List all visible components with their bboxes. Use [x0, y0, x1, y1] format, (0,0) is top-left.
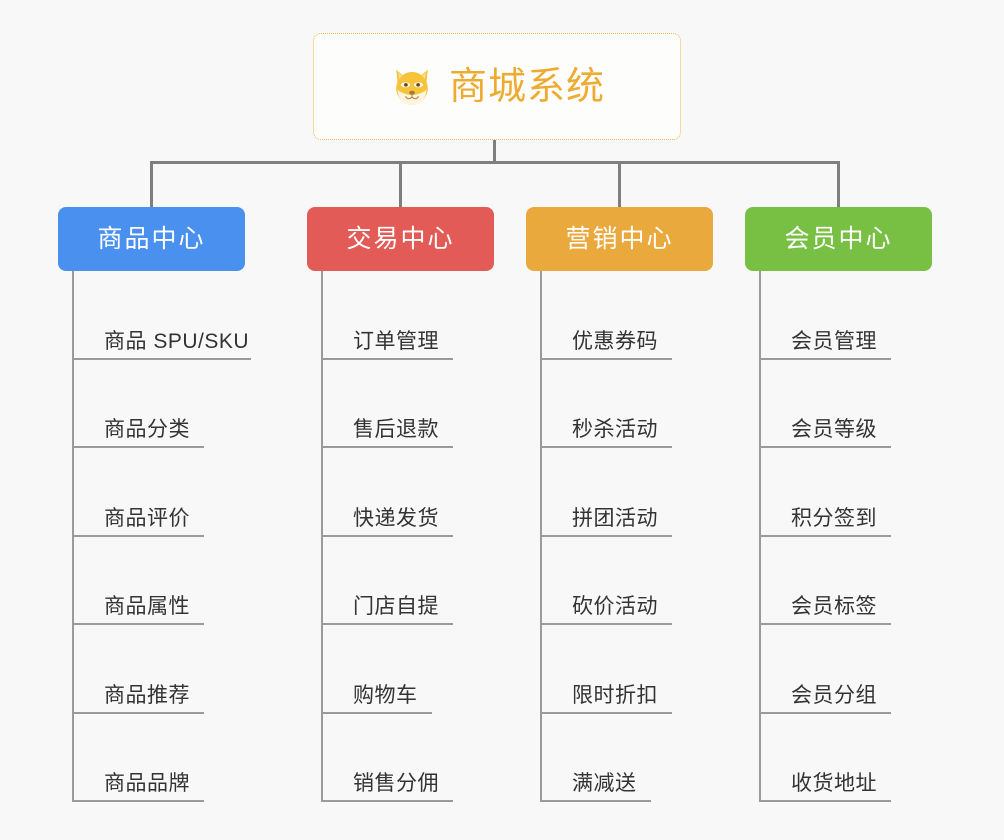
category-box-2[interactable]: 交易中心 — [307, 207, 494, 271]
leaf-item[interactable]: 会员分组 — [759, 625, 989, 714]
leaf-item[interactable]: 收货地址 — [759, 714, 989, 802]
leaf-item-underline — [321, 534, 453, 537]
leaf-column-spine — [540, 271, 542, 802]
leaf-item-label: 商品属性 — [104, 595, 190, 618]
connector-drop-1 — [150, 161, 153, 207]
leaf-item[interactable]: 限时折扣 — [540, 625, 770, 714]
leaf-item-underline — [759, 711, 891, 714]
leaf-column-spine — [759, 271, 761, 802]
leaf-column-spine — [72, 271, 74, 802]
leaf-item-underline — [540, 711, 672, 714]
leaf-item-label: 限时折扣 — [572, 683, 658, 707]
leaf-item-underline — [321, 800, 453, 802]
leaf-item[interactable]: 商品品牌 — [72, 714, 302, 802]
connector-drop-4 — [837, 161, 840, 207]
leaf-item[interactable]: 秒杀活动 — [540, 360, 770, 448]
leaf-item[interactable]: 砍价活动 — [540, 537, 770, 625]
leaf-item-underline — [321, 623, 453, 625]
leaf-item-label: 商品品牌 — [104, 772, 190, 795]
category-label-1: 商品中心 — [97, 224, 206, 253]
leaf-item[interactable]: 订单管理 — [321, 271, 551, 360]
leaf-item-label: 会员分组 — [791, 683, 877, 707]
leaf-item-underline — [540, 534, 672, 537]
leaf-item[interactable]: 商品属性 — [72, 537, 302, 625]
leaf-item[interactable]: 购物车 — [321, 625, 551, 714]
root-node-title: 商城系统 — [448, 65, 605, 108]
leaf-item-label: 优惠券码 — [572, 329, 658, 353]
leaf-item-underline — [759, 357, 891, 360]
category-label-4: 会员中心 — [784, 224, 893, 253]
leaf-item-underline — [72, 446, 204, 448]
leaf-item-underline — [72, 357, 251, 360]
leaf-item-label: 秒杀活动 — [572, 418, 658, 441]
leaf-item[interactable]: 销售分佣 — [321, 714, 551, 802]
leaf-item[interactable]: 商品推荐 — [72, 625, 302, 714]
leaf-item[interactable]: 快递发货 — [321, 448, 551, 537]
category-label-2: 交易中心 — [346, 224, 455, 253]
leaf-item-underline — [759, 800, 891, 802]
leaf-item-underline — [321, 711, 432, 714]
leaf-item-underline — [540, 446, 672, 448]
leaf-item-label: 砍价活动 — [572, 595, 658, 618]
leaf-column-1: 商品 SPU/SKU 商品分类商品评价商品属性商品推荐商品品牌 — [72, 271, 302, 802]
leaf-item-underline — [321, 357, 453, 360]
leaf-item[interactable]: 商品评价 — [72, 448, 302, 537]
leaf-item-underline — [72, 711, 204, 714]
leaf-item-underline — [321, 446, 453, 448]
category-box-3[interactable]: 营销中心 — [526, 207, 713, 271]
category-box-1[interactable]: 商品中心 — [58, 207, 245, 271]
leaf-column-spine — [321, 271, 323, 802]
category-label-3: 营销中心 — [565, 224, 674, 253]
leaf-item-label: 满减送 — [572, 772, 637, 795]
leaf-item-label: 购物车 — [353, 683, 418, 707]
leaf-item-underline — [540, 623, 672, 625]
leaf-item[interactable]: 售后退款 — [321, 360, 551, 448]
shiba-dog-face-emoji — [389, 64, 435, 110]
leaf-item-label: 会员标签 — [791, 595, 877, 618]
leaf-item-label: 订单管理 — [353, 329, 439, 353]
root-node-card[interactable]: 商城系统 — [313, 33, 681, 140]
leaf-item[interactable]: 满减送 — [540, 714, 770, 802]
leaf-item-underline — [72, 534, 204, 537]
leaf-item-underline — [540, 357, 672, 360]
leaf-item-label: 收货地址 — [791, 772, 877, 795]
leaf-item[interactable]: 商品分类 — [72, 360, 302, 448]
connector-drop-3 — [618, 161, 621, 207]
leaf-item-label: 门店自提 — [353, 595, 439, 618]
leaf-item[interactable]: 会员等级 — [759, 360, 989, 448]
leaf-item-label: 商品推荐 — [104, 683, 190, 707]
leaf-item-underline — [72, 623, 204, 625]
leaf-item[interactable]: 会员标签 — [759, 537, 989, 625]
leaf-item-label: 积分签到 — [791, 506, 877, 530]
leaf-item-underline — [759, 534, 891, 537]
leaf-item[interactable]: 优惠券码 — [540, 271, 770, 360]
leaf-column-3: 优惠券码秒杀活动拼团活动砍价活动限时折扣满减送 — [540, 271, 770, 802]
leaf-item[interactable]: 拼团活动 — [540, 448, 770, 537]
leaf-item-label: 会员管理 — [791, 329, 877, 353]
leaf-item-underline — [72, 800, 204, 802]
root-connector-bus — [150, 161, 840, 164]
leaf-column-4: 会员管理会员等级积分签到会员标签会员分组收货地址 — [759, 271, 989, 802]
category-box-4[interactable]: 会员中心 — [745, 207, 932, 271]
leaf-item[interactable]: 积分签到 — [759, 448, 989, 537]
leaf-item[interactable]: 会员管理 — [759, 271, 989, 360]
connector-drop-2 — [399, 161, 402, 207]
leaf-item-label: 会员等级 — [791, 418, 877, 441]
leaf-item[interactable]: 商品 SPU/SKU — [72, 271, 302, 360]
leaf-item-label: 拼团活动 — [572, 506, 658, 530]
leaf-item-label: 商品评价 — [104, 506, 190, 530]
leaf-item-underline — [540, 800, 651, 802]
leaf-column-2: 订单管理售后退款快递发货门店自提购物车销售分佣 — [321, 271, 551, 802]
leaf-item-underline — [759, 446, 891, 448]
leaf-item-underline — [759, 623, 891, 625]
leaf-item-label: 销售分佣 — [353, 772, 439, 795]
leaf-item-label: 商品 SPU/SKU — [104, 329, 250, 353]
leaf-item-label: 快递发货 — [353, 506, 439, 530]
root-connector-stem — [493, 140, 496, 163]
leaf-item-label: 商品分类 — [104, 418, 190, 441]
leaf-item-label: 售后退款 — [353, 418, 439, 441]
leaf-item[interactable]: 门店自提 — [321, 537, 551, 625]
root-node-content: 商城系统 — [389, 64, 605, 110]
